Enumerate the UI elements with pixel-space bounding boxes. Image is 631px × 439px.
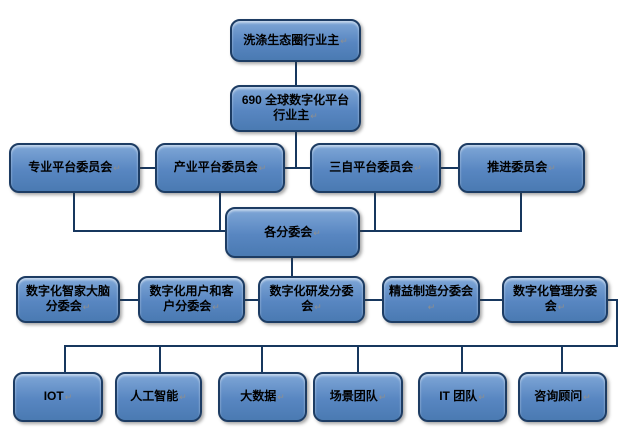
paragraph-mark: ↵ xyxy=(378,392,387,402)
node-user-customer-subcommittee: 数字化用户和客户分委会↵ xyxy=(138,276,245,323)
node-label: 数字化管理分委会↵ xyxy=(512,284,597,313)
node-sub-committees-hub: 各分委会↵ xyxy=(225,207,360,258)
paragraph-mark: ↵ xyxy=(313,227,321,238)
paragraph-mark: ↵ xyxy=(277,392,285,402)
node-ai-team: 人工智能↵ xyxy=(115,372,202,422)
node-big-data-team: 大数据↵ xyxy=(218,372,307,422)
node-label: 洗涤生态圈行业主↵ xyxy=(243,32,348,47)
paragraph-mark: ↵ xyxy=(414,163,422,173)
node-label: IOT↵ xyxy=(43,389,73,403)
node-three-self-platform-committee: 三自平台委员会↵ xyxy=(310,143,441,193)
node-label: 咨询顾问↵ xyxy=(534,389,591,403)
paragraph-mark: ↵ xyxy=(64,392,73,402)
node-it-team: IT 团队↵ xyxy=(418,372,507,422)
paragraph-mark: ↵ xyxy=(557,302,566,312)
node-digital-management-subcommittee: 数字化管理分委会↵ xyxy=(502,276,608,323)
node-label: 推进委员会↵ xyxy=(487,160,556,174)
node-label: 三自平台委员会↵ xyxy=(329,160,422,174)
paragraph-mark: ↵ xyxy=(478,392,486,402)
node-label: 专业平台委员会↵ xyxy=(28,160,121,174)
node-label: 场景团队↵ xyxy=(329,389,387,403)
paragraph-mark: ↵ xyxy=(113,163,121,173)
paragraph-mark: ↵ xyxy=(82,302,91,312)
node-label: 各分委会↵ xyxy=(264,224,321,239)
node-label: 数字化用户和客户分委会↵ xyxy=(149,284,234,313)
node-root-industry-owner: 洗涤生态圈行业主↵ xyxy=(230,19,361,62)
node-label: 大数据↵ xyxy=(240,389,285,403)
paragraph-mark: ↵ xyxy=(310,111,318,121)
node-label: 数字化智家大脑分委会↵ xyxy=(25,284,110,313)
node-iot-team: IOT↵ xyxy=(13,372,103,422)
paragraph-mark: ↵ xyxy=(583,392,591,402)
paragraph-mark: ↵ xyxy=(258,163,267,173)
node-industrial-platform-committee: 产业平台委员会↵ xyxy=(155,143,285,193)
node-smart-home-brain-subcommittee: 数字化智家大脑分委会↵ xyxy=(16,276,120,323)
node-professional-platform-committee: 专业平台委员会↵ xyxy=(9,143,140,193)
node-label: 精益制造分委会↵ xyxy=(389,284,474,312)
paragraph-mark: ↵ xyxy=(340,35,348,46)
node-label: 产业平台委员会↵ xyxy=(173,160,267,174)
paragraph-mark: ↵ xyxy=(179,392,187,402)
node-promotion-committee: 推进委员会↵ xyxy=(458,143,585,193)
node-scenario-team: 场景团队↵ xyxy=(313,372,403,422)
node-690-global-digital-platform: 690 全球数字化平台行业主↵ xyxy=(230,85,361,132)
paragraph-mark: ↵ xyxy=(548,163,556,173)
node-digital-rd-subcommittee: 数字化研发分委会↵ xyxy=(258,276,365,323)
node-label: 数字化研发分委会↵ xyxy=(269,284,354,313)
node-lean-manufacturing-subcommittee: 精益制造分委会↵ xyxy=(382,276,480,323)
node-consulting-team: 咨询顾问↵ xyxy=(518,372,607,422)
node-label: IT 团队↵ xyxy=(439,389,486,403)
node-label: 人工智能↵ xyxy=(130,389,187,403)
paragraph-mark: ↵ xyxy=(314,302,322,312)
node-label: 690 全球数字化平台行业主↵ xyxy=(241,93,350,122)
paragraph-mark: ↵ xyxy=(427,302,436,312)
paragraph-mark: ↵ xyxy=(212,302,220,312)
